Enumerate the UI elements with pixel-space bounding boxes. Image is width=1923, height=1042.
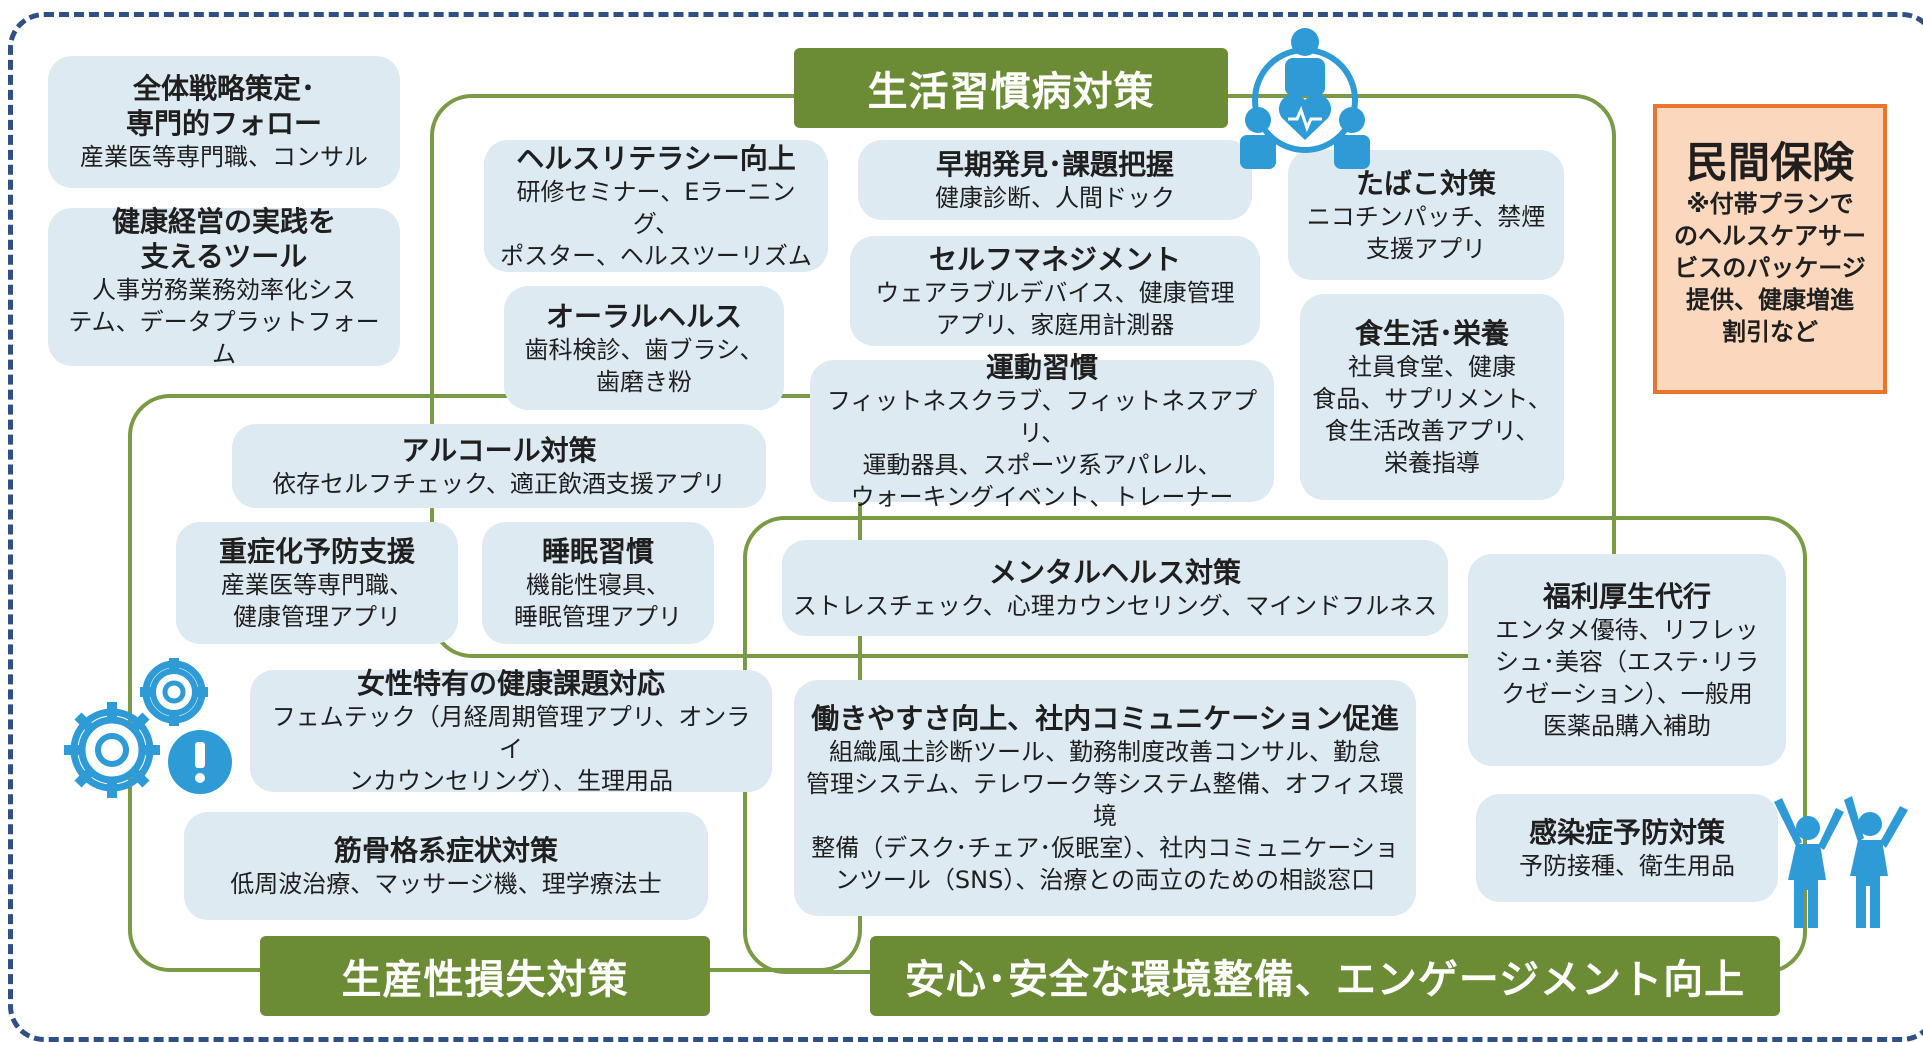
box-severe-title: 重症化予防支援 [218,534,415,568]
band-lifestyle: 生活習慣病対策 [794,48,1228,128]
box-workstyle-desc: 組織風土診断ツール、勤務制度改善コンサル、勤怠 管理システム、テレワーク等システ… [805,737,1405,894]
band-productivity: 生産性損失対策 [260,936,710,1016]
cheering-people-icon [1774,796,1908,928]
box-muscle-desc: 低周波治療、マッサージ機、理学療法士 [230,869,662,898]
box-workstyle-title: 働きやすさ向上、社内コミュニケーション促進 [811,701,1399,735]
box-selfmgmt: セルフマネジメント ウェアラブルデバイス、健康管理 アプリ、家庭用計測器 [850,236,1260,346]
box-strategy-title: 全体戦略策定･ 専門的フォロー [125,72,322,140]
medical-team-icon [1240,28,1370,169]
box-mental-desc: ストレスチェック、心理カウンセリング、マインドフルネス [792,591,1438,620]
box-sleep-title: 睡眠習慣 [541,534,654,568]
insurance-desc: ※付帯プランで のヘルスケアサー ビスのパッケージ 提供、健康増進 割引など [1674,190,1866,346]
box-severe: 重症化予防支援 産業医等専門職、 健康管理アプリ [176,522,458,644]
box-alcohol-title: アルコール対策 [401,433,597,467]
band-environment: 安心･安全な環境整備、エンゲージメント向上 [870,936,1780,1016]
box-tools-title: 健康経営の実践を 支えるツール [111,205,336,273]
box-literacy: ヘルスリテラシー向上 研修セミナー、Eラーニング、 ポスター、ヘルスツーリズム [484,140,828,272]
box-exercise: 運動習慣 フィットネスクラブ、フィットネスアプリ、 運動器具、スポーツ系アパレル… [810,351,1274,511]
box-infection: 感染症予防対策 予防接種、衛生用品 [1476,794,1778,902]
box-exercise-desc: フィットネスクラブ、フィットネスアプリ、 運動器具、スポーツ系アパレル、 ウォー… [826,386,1258,511]
insurance-title: 民間保険 [1685,138,1854,187]
box-infection-desc: 予防接種、衛生用品 [1519,851,1735,880]
box-mental-title: メンタルヘルス対策 [988,555,1241,589]
box-women-desc: フェムテック（月経周期管理アプリ、オンライ ンカウンセリング）、生理用品 [271,702,751,795]
box-early: 早期発見･課題把握 健康診断、人間ドック [858,140,1252,220]
box-women: 女性特有の健康課題対応 フェムテック（月経周期管理アプリ、オンライ ンカウンセリ… [250,667,772,795]
box-alcohol-desc: 依存セルフチェック、適正飲酒支援アプリ [272,469,726,498]
box-alcohol: アルコール対策 依存セルフチェック、適正飲酒支援アプリ [232,424,766,508]
box-early-desc: 健康診断、人間ドック [935,183,1175,212]
box-infection-title: 感染症予防対策 [1528,815,1725,849]
insurance-box: 民間保険 ※付帯プランで のヘルスケアサー ビスのパッケージ 提供、健康増進 割… [1653,104,1887,394]
box-oral: オーラルヘルス 歯科検診、歯ブラシ、 歯磨き粉 [504,286,784,410]
box-workstyle: 働きやすさ向上、社内コミュニケーション促進 組織風土診断ツール、勤務制度改善コン… [794,680,1416,916]
box-strategy-desc: 産業医等専門職、コンサル [80,143,368,171]
box-selfmgmt-title: セルフマネジメント [928,242,1181,276]
box-tobacco: たばこ対策 ニコチンパッチ、禁煙 支援アプリ [1288,150,1564,280]
box-oral-desc: 歯科検診、歯ブラシ、 歯磨き粉 [524,335,764,396]
box-selfmgmt-desc: ウェアラブルデバイス、健康管理 アプリ、家庭用計測器 [875,278,1235,339]
box-food-title: 食生活･栄養 [1354,316,1509,350]
box-welfare-title: 福利厚生代行 [1542,579,1711,613]
box-literacy-desc: 研修セミナー、Eラーニング、 ポスター、ヘルスツーリズム [500,177,812,270]
box-welfare-desc: エンタメ優待、リフレッ シュ･美容（エステ･リラ クゼーション）、一般用 医薬品… [1495,615,1759,740]
box-mental: メンタルヘルス対策 ストレスチェック、心理カウンセリング、マインドフルネス [782,540,1448,636]
box-muscle-title: 筋骨格系症状対策 [333,833,558,867]
box-sleep-desc: 機能性寝具、 睡眠管理アプリ [514,570,682,631]
gears-icon [64,658,232,798]
outer-dashed-frame [8,12,1923,1042]
box-muscle: 筋骨格系症状対策 低周波治療、マッサージ機、理学療法士 [184,812,708,920]
box-welfare: 福利厚生代行 エンタメ優待、リフレッ シュ･美容（エステ･リラ クゼーション）、… [1468,554,1786,766]
box-strategy: 全体戦略策定･ 専門的フォロー 産業医等専門職、コンサル [48,56,400,188]
box-women-title: 女性特有の健康課題対応 [356,666,665,700]
box-tools-desc: 人事労務業務効率化シス テム、データプラットフォーム [68,276,380,368]
box-food-desc: 社員食堂、健康 食品、サプリメント、 食生活改善アプリ、 栄養指導 [1312,352,1552,477]
box-tools: 健康経営の実践を 支えるツール 人事労務業務効率化シス テム、データプラットフォ… [48,205,400,368]
box-tobacco-desc: ニコチンパッチ、禁煙 支援アプリ [1306,202,1546,263]
box-tobacco-title: たばこ対策 [1355,166,1496,200]
box-early-title: 早期発見･課題把握 [935,147,1174,181]
box-literacy-title: ヘルスリテラシー向上 [516,141,796,175]
box-sleep: 睡眠習慣 機能性寝具、 睡眠管理アプリ [482,522,714,644]
box-severe-desc: 産業医等専門職、 健康管理アプリ [221,570,413,631]
box-exercise-title: 運動習慣 [985,350,1098,384]
box-food: 食生活･栄養 社員食堂、健康 食品、サプリメント、 食生活改善アプリ、 栄養指導 [1300,294,1564,500]
box-oral-title: オーラルヘルス [545,299,742,333]
